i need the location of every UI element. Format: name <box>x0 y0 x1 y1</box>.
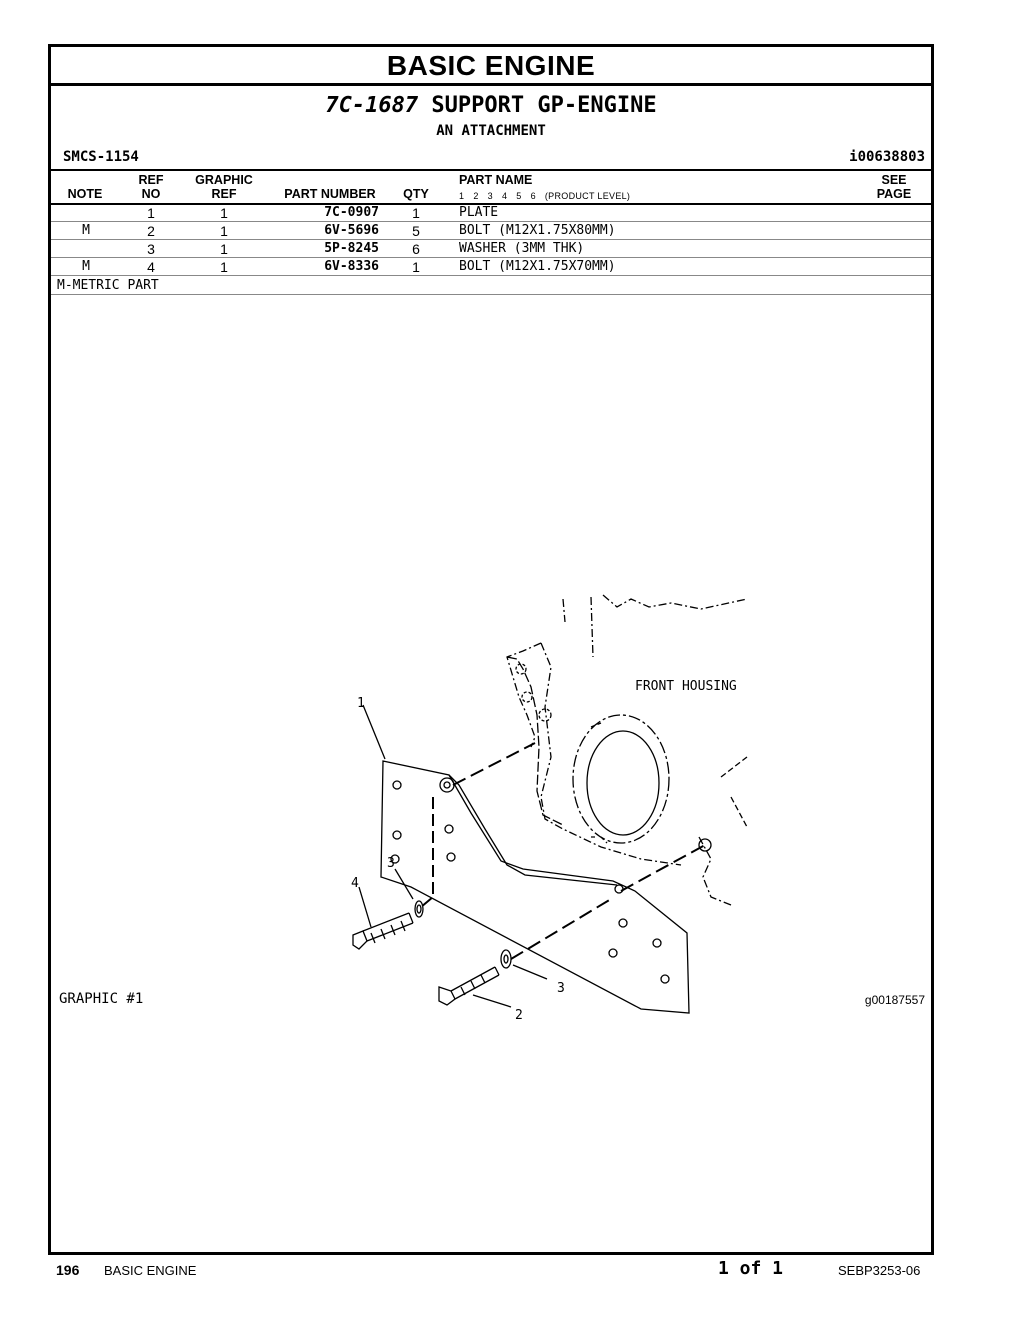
header-qty: QTY <box>403 187 429 201</box>
page-frame: BASIC ENGINE 7C-1687 SUPPORT GP-ENGINE A… <box>48 44 934 1255</box>
group-part-number: 7C-1687 <box>325 93 419 118</box>
graphic-id: g00187557 <box>864 993 925 1007</box>
table-row: 3 1 5P-8245 6 WASHER (3MM THK) <box>51 240 931 258</box>
callout-3: 3 <box>387 856 395 871</box>
header-graphic-ref: REF <box>211 187 237 201</box>
front-housing-outline <box>506 594 748 866</box>
support-plate <box>380 760 690 1014</box>
header-graphic: GRAPHIC <box>195 173 253 187</box>
header-ref: REF <box>138 173 164 187</box>
front-housing-bore <box>572 714 670 844</box>
page-title: BASIC ENGINE <box>51 47 931 86</box>
callout-4: 4 <box>351 876 359 891</box>
callout-3: 3 <box>557 981 565 996</box>
footer-section: BASIC ENGINE <box>104 1263 197 1278</box>
footer-doc-id: SEBP3253-06 <box>838 1263 921 1278</box>
part-number-link[interactable]: 7C-0907 <box>324 205 379 220</box>
table-header: NOTE REF NO GRAPHIC REF PART NUMBER QTY … <box>51 169 931 205</box>
bolt-4 <box>362 912 414 944</box>
callout-2: 2 <box>515 1008 523 1023</box>
part-heading: 7C-1687 SUPPORT GP-ENGINE <box>51 93 931 118</box>
graphic-label: GRAPHIC #1 <box>59 991 144 1007</box>
part-number-link[interactable]: 6V-8336 <box>324 259 379 274</box>
part-number-link[interactable]: 6V-5696 <box>324 223 379 238</box>
header-part-number: PART NUMBER <box>284 187 376 201</box>
smcs-code: SMCS-1154 <box>63 149 139 165</box>
table-row: M 2 1 6V-5696 5 BOLT (M12X1.75X80MM) <box>51 222 931 240</box>
info-id: i00638803 <box>849 149 925 165</box>
group-subtitle: AN ATTACHMENT <box>436 123 546 139</box>
group-title: SUPPORT GP-ENGINE <box>431 93 657 118</box>
header-part-name: PART NAME <box>459 173 533 187</box>
part-number-link[interactable]: 5P-8245 <box>324 241 379 256</box>
header-page: PAGE <box>876 187 912 201</box>
note-legend: M-METRIC PART <box>51 277 931 295</box>
bolt-2 <box>450 966 500 1000</box>
table-row: M 4 1 6V-8336 1 BOLT (M12X1.75X70MM) <box>51 258 931 276</box>
footer-page-number: 196 <box>56 1262 80 1278</box>
footer-page-count: 1 of 1 <box>718 1258 784 1279</box>
header-see: SEE <box>881 173 907 187</box>
header-note: NOTE <box>67 187 103 201</box>
table-row: 1 1 7C-0907 1 PLATE <box>51 204 931 222</box>
callout-front-housing: FRONT HOUSING <box>635 679 737 694</box>
callout-1: 1 <box>357 696 365 711</box>
exploded-view-graphic: FRONT HOUSING 1 3 4 3 2 <box>351 594 748 1023</box>
header-no: NO <box>141 187 161 201</box>
